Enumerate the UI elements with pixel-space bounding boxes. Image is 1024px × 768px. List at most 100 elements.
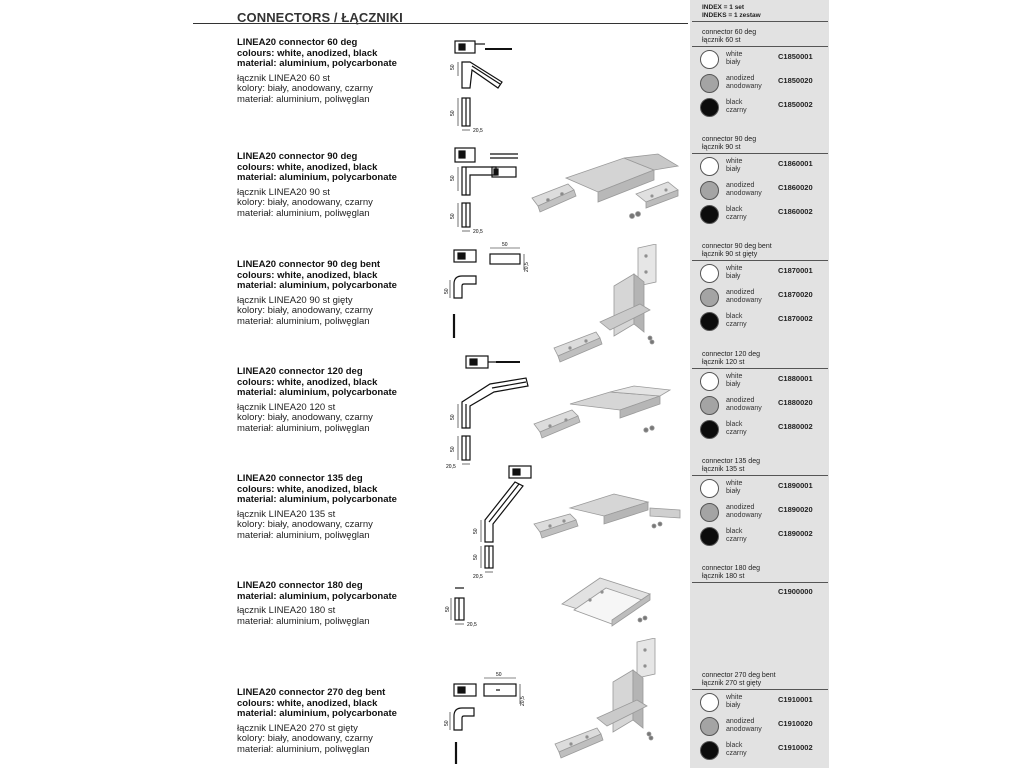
- dimension-label: 50: [473, 554, 479, 560]
- product-material: material: aluminium, polycarbonate: [237, 387, 397, 398]
- white-swatch: [700, 372, 719, 391]
- variant-code: C1890001: [778, 481, 813, 490]
- product-colours: colours: white, anodized, black: [237, 376, 378, 388]
- drawing-135-deg: 50 50 20,5: [473, 465, 532, 580]
- product-colours-pl: kolory: biały, anodowany, czarny: [237, 197, 373, 208]
- white-swatch: [700, 693, 719, 712]
- variant-code: C1890020: [778, 505, 813, 514]
- group-divider: [692, 475, 828, 476]
- product-material-pl: materiał: aluminium, poliwęglan: [237, 529, 370, 541]
- group-title: connector 270 deg bent łącznik 270 st gi…: [692, 672, 828, 687]
- group-title-pl: łącznik 135 st: [702, 465, 745, 473]
- product-name: LINEA20 connector 135 deg: [237, 473, 363, 484]
- dimension-label: 50: [450, 110, 456, 116]
- drawing-60-deg: 50 50 20,5: [450, 40, 512, 134]
- page-title: CONNECTORS / ŁĄCZNIKI: [237, 10, 403, 25]
- group-title: connector 90 deg bent łącznik 90 st gięt…: [692, 243, 828, 258]
- product-material-pl: materiał: aluminium, poliwęglan: [237, 207, 370, 219]
- product-270-deg-bent: LINEA20 connector 270 deg bent colours: …: [237, 687, 437, 755]
- product-90-deg-bent: LINEA20 connector 90 deg bent colours: w…: [237, 259, 437, 327]
- product-material-pl: materiał: aluminium, poliwęglan: [237, 615, 370, 627]
- dimension-label: 20,5: [520, 696, 526, 706]
- dimension-label: 20,5: [467, 622, 477, 628]
- group-title-en: connector 90 deg bent: [702, 243, 772, 250]
- group-title: connector 60 deg łącznik 60 st: [692, 29, 828, 44]
- product-name-pl: łącznik LINEA20 270 st gięty: [237, 722, 358, 734]
- product-material: material: aluminium, polycarbonate: [237, 708, 397, 719]
- product-name-pl: łącznik LINEA20 135 st: [237, 508, 336, 520]
- group-title-en: connector 60 deg: [702, 29, 757, 36]
- product-colours: colours: white, anodized, black: [237, 483, 378, 495]
- product-colours: colours: white, anodized, black: [237, 161, 378, 173]
- photo-90-deg-connector: [531, 153, 680, 219]
- photo-135-deg-connector: [533, 493, 681, 539]
- variant-code: C1900000: [778, 587, 813, 596]
- group-divider: [692, 46, 828, 47]
- product-colours-pl: kolory: biały, anodowany, czarny: [237, 733, 373, 744]
- product-colours-pl: kolory: biały, anodowany, czarny: [237, 412, 373, 423]
- variant-code: C1850001: [778, 52, 813, 61]
- variant-code: C1870020: [778, 290, 813, 299]
- product-name: LINEA20 connector 270 deg bent: [237, 687, 386, 698]
- product-material: material: aluminium, polycarbonate: [237, 58, 397, 69]
- black-swatch: [700, 420, 719, 439]
- drawing-120-deg: 50 50 20,5: [446, 355, 529, 470]
- product-135-deg: LINEA20 connector 135 deg colours: white…: [237, 473, 437, 541]
- white-swatch: [700, 479, 719, 498]
- product-colours-pl: kolory: biały, anodowany, czarny: [237, 305, 373, 316]
- group-title-en: connector 135 deg: [702, 458, 760, 465]
- variant-code: C1890002: [778, 529, 813, 538]
- photo-270-deg-bent-connector: [554, 638, 656, 759]
- drawing-90-deg-bent: 50 20,5 50: [444, 242, 530, 338]
- dimension-label: 50: [502, 242, 508, 248]
- anodized-swatch: [700, 503, 719, 522]
- product-name: LINEA20 connector 90 deg: [237, 151, 358, 162]
- product-colours: colours: white, anodized, black: [237, 697, 378, 709]
- group-title-pl: łącznik 90 st: [702, 143, 741, 151]
- variant-code: C1870002: [778, 314, 813, 323]
- index-group-270-deg-bent: connector 270 deg bent łącznik 270 st gi…: [692, 672, 828, 762]
- dimension-label: 50: [445, 606, 451, 612]
- group-title-en: connector 180 deg: [702, 565, 760, 572]
- anodized-swatch: [700, 181, 719, 200]
- white-swatch: [700, 50, 719, 69]
- product-name-pl: łącznik LINEA20 90 st gięty: [237, 294, 353, 306]
- group-divider: [692, 260, 828, 261]
- product-colours: colours: white, anodized, black: [237, 47, 378, 59]
- group-divider: [692, 689, 828, 690]
- dimension-label: 20,5: [524, 262, 530, 272]
- variant-code: C1860020: [778, 183, 813, 192]
- product-material-pl: materiał: aluminium, poliwęglan: [237, 315, 370, 327]
- variant-code: C1850020: [778, 76, 813, 85]
- black-swatch: [700, 98, 719, 117]
- group-title-pl: łącznik 120 st: [702, 358, 745, 366]
- drawing-270-deg-bent: 50 20,5 50: [444, 672, 526, 764]
